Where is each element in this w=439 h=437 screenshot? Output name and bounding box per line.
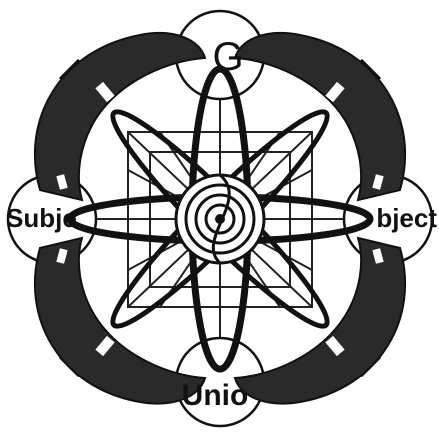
- central-spiral: [176, 175, 264, 263]
- label-top: G: [212, 35, 243, 79]
- band-bottom-left: [35, 238, 205, 404]
- band-top-left: [35, 33, 205, 200]
- band-top-right: [235, 33, 405, 200]
- label-right: bject: [376, 203, 437, 233]
- band-bottom-right: [235, 238, 405, 404]
- label-bottom: Unio: [182, 379, 249, 412]
- label-left: Subje: [6, 203, 77, 233]
